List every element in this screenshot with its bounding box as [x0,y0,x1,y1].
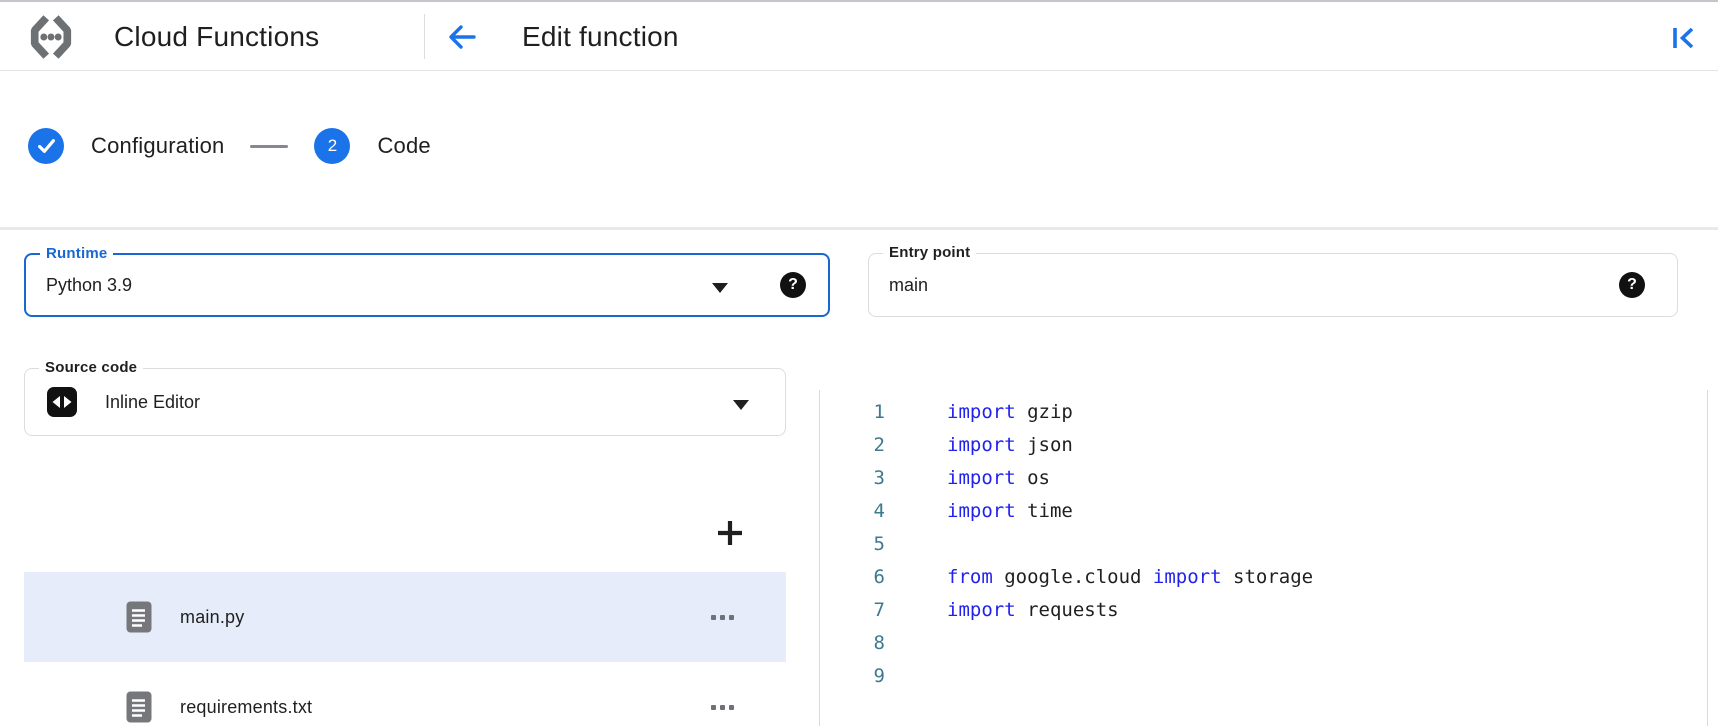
source-code-select[interactable]: Source code Inline Editor [24,359,786,436]
inline-editor-code-icon [47,387,77,417]
code-editor[interactable]: 1 import gzip 2 import json 3 import os 4 impor… [819,390,1718,726]
chevron-down-icon[interactable] [712,280,728,293]
runtime-value: Python 3.9 [46,274,133,295]
runtime-select[interactable]: Runtime Python 3.9 ? [24,245,830,317]
stepper: Configuration 2 Code [28,128,431,164]
code-lines: 1 import gzip 2 import json 3 import os 4 impor… [820,390,1718,693]
line-number: 8 [873,632,885,654]
code-text: from google.cloud import storage [947,566,1314,588]
line-number: 4 [873,500,885,522]
page-title: Edit function [522,21,679,52]
code-line[interactable]: 6 from google.cloud import storage [820,561,1718,594]
line-number: 5 [873,533,885,555]
runtime-help-icon[interactable]: ? [780,272,806,298]
file-row-requirements-txt[interactable]: requirements.txt [24,662,786,726]
line-number: 9 [873,665,885,687]
line-number: 7 [873,599,885,621]
section-divider [0,227,1718,230]
cloud-functions-logo-icon [28,14,74,60]
code-line[interactable]: 7 import requests [820,594,1718,627]
file-more-icon[interactable] [711,614,734,620]
entry-point-label: Entry point [883,244,977,261]
file-icon [126,601,152,633]
step-complete-circle [28,128,64,164]
app-header: Cloud Functions Edit function [0,0,1718,71]
code-line[interactable]: 1 import gzip [820,396,1718,429]
step-number: 2 [327,136,338,155]
code-text: import json [947,434,1073,456]
step-code-label: Code [377,133,431,158]
code-line[interactable]: 9 [820,660,1718,693]
chevron-down-icon[interactable] [733,397,749,410]
entry-point-help-icon[interactable]: ? [1619,272,1645,298]
runtime-label: Runtime [40,245,114,262]
file-more-icon[interactable] [711,704,734,710]
header-divider [424,14,425,59]
file-name: requirements.txt [180,696,313,717]
code-line[interactable]: 8 [820,627,1718,660]
product-name: Cloud Functions [114,21,320,52]
code-line[interactable]: 2 import json [820,429,1718,462]
code-text: import time [947,500,1073,522]
code-text: import gzip [947,401,1073,423]
code-text: import requests [947,599,1119,621]
editor-scrollbar-track[interactable] [1707,390,1708,726]
file-name: main.py [180,606,245,627]
source-code-label: Source code [39,359,144,376]
step-connector [250,144,289,148]
line-number: 1 [873,401,885,423]
source-code-value: Inline Editor [105,391,201,412]
line-number: 6 [873,566,885,588]
entry-point-value: main [889,274,929,295]
step-configuration-label: Configuration [91,133,225,158]
step-configuration[interactable]: Configuration [28,128,224,164]
line-number: 2 [873,434,885,456]
file-toolbar [24,505,786,561]
code-line[interactable]: 4 import time [820,495,1718,528]
back-arrow-icon[interactable] [446,21,478,53]
add-file-icon[interactable] [714,517,746,549]
code-line[interactable]: 5 [820,528,1718,561]
step-number-circle: 2 [314,128,351,164]
code-text: import os [947,467,1050,489]
code-line[interactable]: 3 import os [820,462,1718,495]
entry-point-field[interactable]: Entry point main ? [868,244,1678,317]
file-row-main-py[interactable]: main.py [24,572,786,662]
file-icon [126,691,152,723]
check-icon [37,139,55,153]
line-number: 3 [873,467,885,489]
step-code[interactable]: 2 Code [314,128,431,164]
collapse-panel-icon[interactable] [1670,24,1698,52]
